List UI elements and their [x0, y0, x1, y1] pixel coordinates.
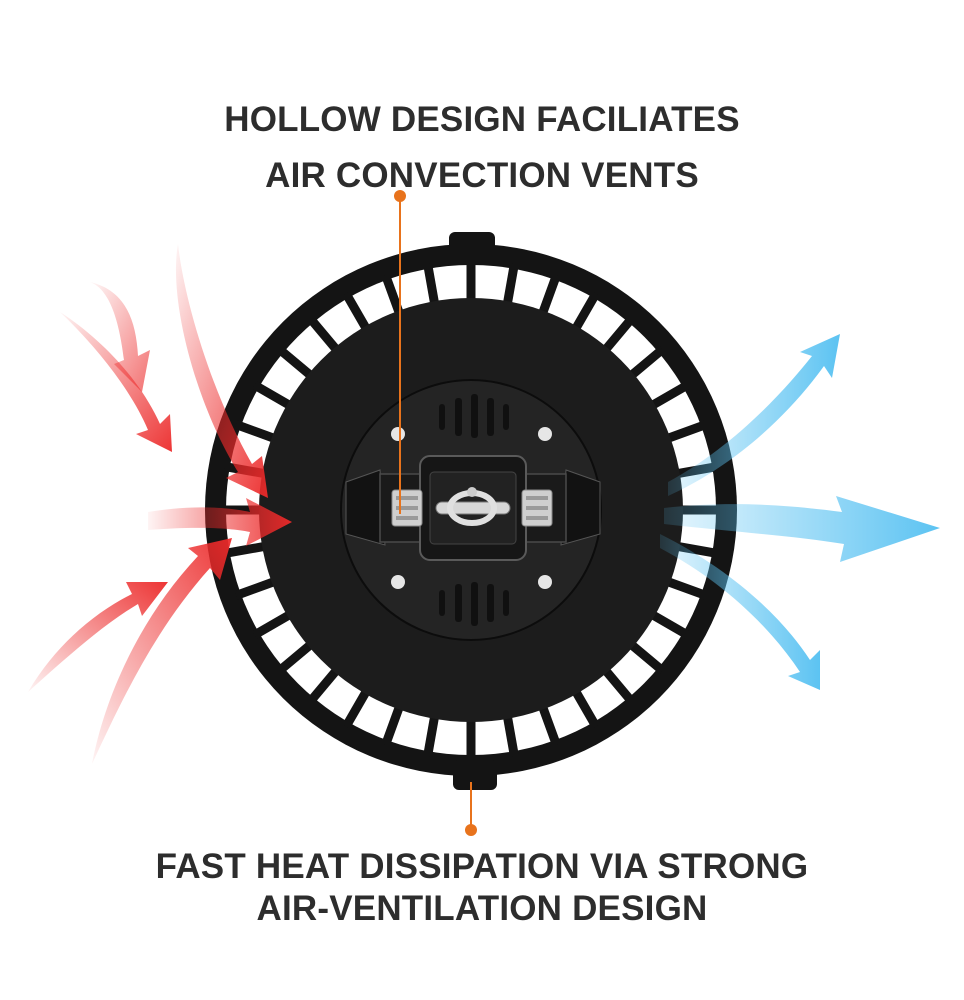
top-caption-line-1: HOLLOW DESIGN FACILIATES	[224, 100, 740, 139]
bottom-caption-line-2: AIR-VENTILATION DESIGN	[256, 889, 708, 928]
cooling-fin	[599, 664, 636, 705]
callout-dot-bottom	[465, 824, 477, 836]
cooling-fin	[536, 701, 561, 747]
cool-air-arrows-icon	[660, 334, 940, 690]
cooling-fin	[502, 711, 519, 757]
top-caption-line-2: AIR CONVECTION VENTS	[265, 156, 699, 195]
cooling-fin	[569, 291, 600, 335]
cooling-fin	[234, 420, 280, 445]
cooling-fin	[646, 608, 690, 639]
cooling-fin	[662, 575, 708, 600]
cooling-fin	[306, 315, 343, 356]
cooling-fin	[276, 638, 317, 675]
cooling-fin	[646, 381, 690, 412]
bottom-caption-line-1: FAST HEAT DISSIPATION VIA STRONG	[155, 847, 809, 886]
cooling-fin	[224, 541, 270, 558]
cooling-fin	[662, 420, 708, 445]
cooling-fin	[276, 345, 317, 382]
cooling-fin	[502, 263, 519, 309]
screw-heads	[391, 427, 552, 589]
callout-dot-top	[394, 190, 406, 202]
cooling-fin	[625, 345, 666, 382]
cooling-fin	[599, 315, 636, 356]
bottom-caption: FAST HEAT DISSIPATION VIA STRONG AIR-VEN…	[0, 846, 964, 930]
hot-air-arrows-icon	[28, 244, 292, 764]
cooling-fin	[381, 701, 406, 747]
cooling-fin	[234, 575, 280, 600]
cooling-fin	[342, 685, 373, 729]
cooling-fin	[569, 685, 600, 729]
cooling-fin	[536, 273, 561, 319]
cooling-fin	[625, 638, 666, 675]
vent-slots	[439, 394, 509, 626]
light-housing-icon	[205, 232, 737, 790]
cooling-fin	[252, 381, 296, 412]
leader-lines	[394, 190, 477, 836]
cooling-fin	[381, 273, 406, 319]
cooling-fin	[252, 608, 296, 639]
cooling-fin	[306, 664, 343, 705]
cooling-fin	[423, 263, 440, 309]
cooling-fin	[342, 291, 373, 335]
cooling-fin	[423, 711, 440, 757]
top-caption: HOLLOW DESIGN FACILIATES AIR CONVECTION …	[0, 92, 964, 204]
